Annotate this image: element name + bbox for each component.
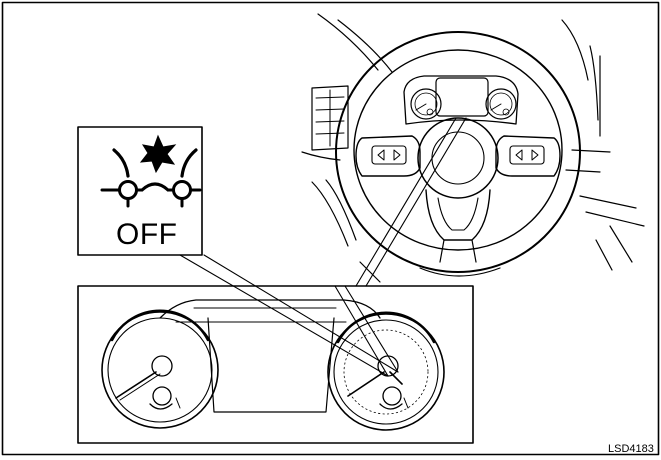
right-gauge [327, 311, 445, 431]
impact-star-icon [139, 134, 177, 174]
cluster-closeup-box [77, 285, 474, 444]
overview-instrument-cluster [403, 75, 519, 125]
left-gauge [101, 309, 219, 429]
cluster-center-display [207, 317, 335, 413]
indicator-callout-box [77, 126, 203, 256]
right-gauge-needle [347, 371, 385, 397]
right-spoke-buttons [509, 145, 545, 165]
indicator-off-label: OFF [116, 218, 178, 251]
leader-lines [179, 117, 467, 377]
overview-display [435, 77, 489, 117]
lane-departure-prevention-warning-icon [100, 134, 202, 208]
steering-column [419, 267, 501, 277]
figure-code: LSD4183 [608, 443, 654, 455]
airbag-cover [417, 117, 499, 199]
left-gauge-needle [115, 371, 157, 399]
cluster-housing [159, 299, 381, 319]
dashboard-overview [301, 13, 645, 283]
steering-wheel-inner [353, 49, 563, 251]
steering-wheel-outer [335, 31, 581, 273]
left-air-vent [311, 85, 349, 151]
steering-wheel-hub [355, 117, 561, 263]
indicator-callout: OFF [77, 126, 203, 256]
left-spoke-buttons [371, 145, 407, 165]
cluster-closeup [77, 285, 474, 444]
